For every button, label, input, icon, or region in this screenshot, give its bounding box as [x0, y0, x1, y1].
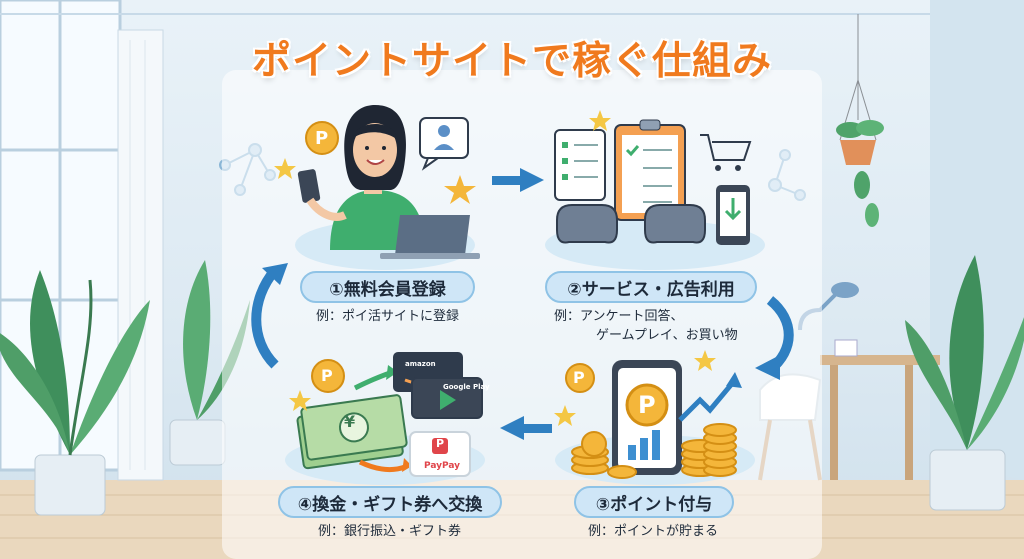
step4-example: 例：銀行振込・ギフト券	[318, 522, 461, 541]
amazon-card-label: amazon	[405, 360, 436, 368]
yen-icon: ¥	[344, 412, 356, 431]
hanging-plant	[836, 14, 884, 227]
step1-illustration	[274, 105, 480, 270]
point-coin-icon: P	[573, 368, 585, 387]
step1-label: ①無料会員登録	[300, 271, 475, 303]
point-coin-icon: P	[315, 128, 329, 149]
flow-arrows	[251, 168, 794, 440]
paypay-logo-icon: P	[436, 437, 445, 450]
point-coin-icon: P	[321, 366, 333, 385]
plant-left-small	[169, 260, 250, 466]
step1-example: 例：ポイ活サイトに登録	[316, 307, 459, 326]
step3-label: ③ポイント付与	[574, 486, 734, 518]
google-play-card-label: Google Play	[443, 383, 490, 391]
step4-example-line: 例：銀行振込・ギフト券	[318, 524, 462, 539]
plant-right	[905, 255, 1024, 511]
step2-example: 例：アンケート回答、 ゲームプレイ、お買い物	[554, 307, 738, 345]
step1-example-line: 例：ポイ活サイトに登録	[316, 309, 460, 324]
step2-illustration	[545, 110, 765, 270]
page-title: ポイントサイトで稼ぐ仕組み	[251, 38, 772, 85]
step2-example-line: 例：アンケート回答、	[554, 309, 684, 324]
step3-example: 例：ポイントが貯まる	[588, 522, 718, 541]
step4-label: ④換金・ギフト券へ交換	[278, 486, 502, 518]
plant-left	[0, 270, 150, 516]
step2-example-line: ゲームプレイ、お買い物	[596, 328, 738, 343]
paypay-card-label: PayPay	[424, 461, 461, 471]
step3-illustration	[554, 350, 755, 485]
step2-label: ②サービス・広告利用	[545, 271, 757, 303]
step3-example-line: 例：ポイントが貯まる	[588, 524, 719, 539]
step4-illustration	[285, 352, 485, 485]
point-coin-icon: P	[638, 391, 656, 419]
